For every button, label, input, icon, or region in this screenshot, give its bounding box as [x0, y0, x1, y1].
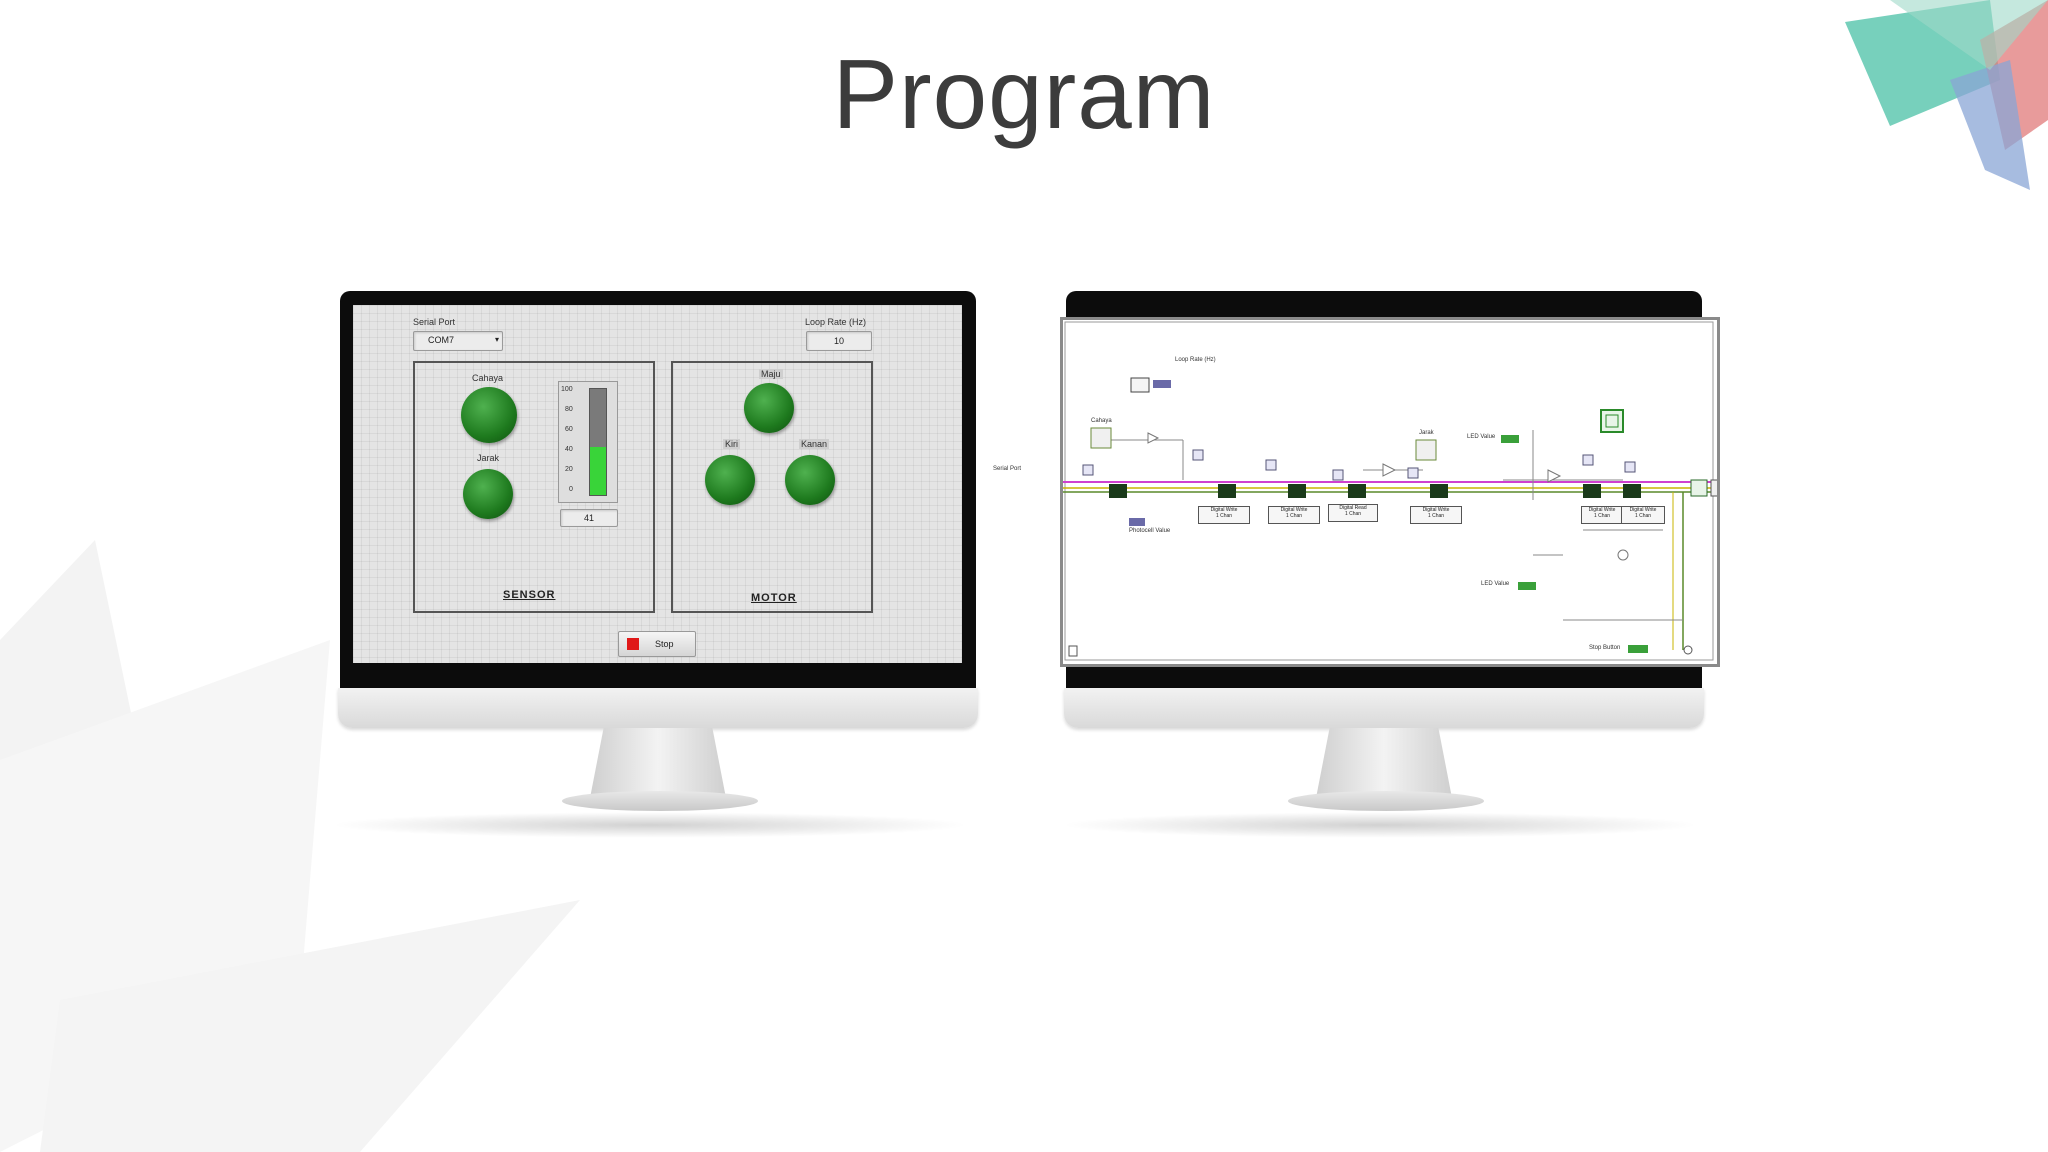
- bd-digital-read-node: Digital Read 1 Chan: [1328, 504, 1378, 522]
- kanan-label: Kanan: [799, 439, 830, 449]
- tank-value: 41: [583, 513, 594, 523]
- loop-rate-label: Loop Rate (Hz): [805, 317, 867, 327]
- bd-serial-port-label: Serial Port: [993, 466, 1022, 472]
- slide-title: Program: [832, 39, 1216, 149]
- bd-digital-write-node: Digital Write 1 Chan: [1268, 506, 1320, 524]
- tank-tick: 0: [569, 486, 573, 493]
- maju-label: Maju: [759, 369, 783, 379]
- block-diagram-window: Loop Rate (Hz) Serial Port Cahaya Jarak …: [993, 317, 1720, 667]
- kiri-label: Kiri: [723, 439, 740, 449]
- bd-jarak-label: Jarak: [1419, 430, 1434, 436]
- left-monitor-shadow: [330, 812, 970, 838]
- jarak-label: Jarak: [477, 453, 500, 463]
- right-monitor-foot: [1288, 791, 1484, 811]
- serial-port-dropdown[interactable]: COM7 ▾: [413, 331, 503, 351]
- right-monitor-shadow: [1060, 812, 1700, 838]
- kanan-led: [785, 455, 835, 505]
- sensor-group-title: SENSOR: [503, 589, 556, 601]
- stop-button[interactable]: Stop: [618, 631, 696, 657]
- bd-led-value-bottom-label: LED Value: [1481, 581, 1510, 587]
- bd-digital-write-node: Digital Write 1 Chan: [1621, 506, 1665, 524]
- kiri-led: [705, 455, 755, 505]
- block-diagram-wires: [1063, 321, 1717, 661]
- tank-value-display: 41: [560, 509, 618, 527]
- motor-group-title: MOTOR: [751, 592, 797, 604]
- tank-fill: [590, 447, 606, 495]
- maju-led: [744, 383, 794, 433]
- loop-rate-input[interactable]: 10: [806, 331, 872, 351]
- bd-led-value-top-label: LED Value: [1467, 434, 1496, 440]
- right-monitor-neck: [1316, 728, 1452, 798]
- bd-digital-write-node: Digital Write 1 Chan: [1581, 506, 1623, 524]
- bd-loop-rate-label: Loop Rate (Hz): [1175, 357, 1216, 363]
- cahaya-led: [461, 387, 517, 443]
- right-monitor: Loop Rate (Hz) Serial Port Cahaya Jarak …: [993, 291, 1720, 831]
- sensor-group: [413, 361, 655, 613]
- bd-digital-write-node: Digital Write 1 Chan: [1198, 506, 1250, 524]
- tank-tube: [589, 388, 607, 496]
- loop-rate-value: 10: [833, 336, 844, 346]
- tank-tick: 60: [565, 426, 573, 433]
- left-monitor-foot: [562, 791, 758, 811]
- right-monitor-chin: [1064, 688, 1704, 728]
- bd-photocell-label: Photocell Value: [1129, 528, 1171, 534]
- serial-port-value: COM7: [428, 335, 455, 345]
- tank-tick: 100: [561, 386, 573, 393]
- stop-icon: [627, 638, 639, 650]
- tank-tick: 80: [565, 406, 573, 413]
- bd-digital-write-node: Digital Write 1 Chan: [1410, 506, 1462, 524]
- left-monitor-neck: [590, 728, 726, 798]
- jarak-led: [463, 469, 513, 519]
- cahaya-label: Cahaya: [472, 373, 504, 383]
- tank-tick: 20: [565, 466, 573, 473]
- chevron-down-icon: ▾: [494, 335, 499, 344]
- front-panel-screen: Serial Port COM7 ▾ Loop Rate (Hz) 10 Cah…: [353, 305, 962, 663]
- bd-cahaya-label: Cahaya: [1091, 418, 1112, 424]
- stop-button-label: Stop: [655, 639, 674, 649]
- left-monitor-chin: [338, 688, 978, 728]
- left-monitor: Serial Port COM7 ▾ Loop Rate (Hz) 10 Cah…: [338, 291, 980, 831]
- motor-group: [671, 361, 873, 613]
- tank-tick: 40: [565, 446, 573, 453]
- tank-indicator: 100 80 60 40 20 0: [558, 381, 618, 503]
- serial-port-label: Serial Port: [413, 317, 456, 327]
- bd-stop-button-label: Stop Button: [1589, 645, 1621, 651]
